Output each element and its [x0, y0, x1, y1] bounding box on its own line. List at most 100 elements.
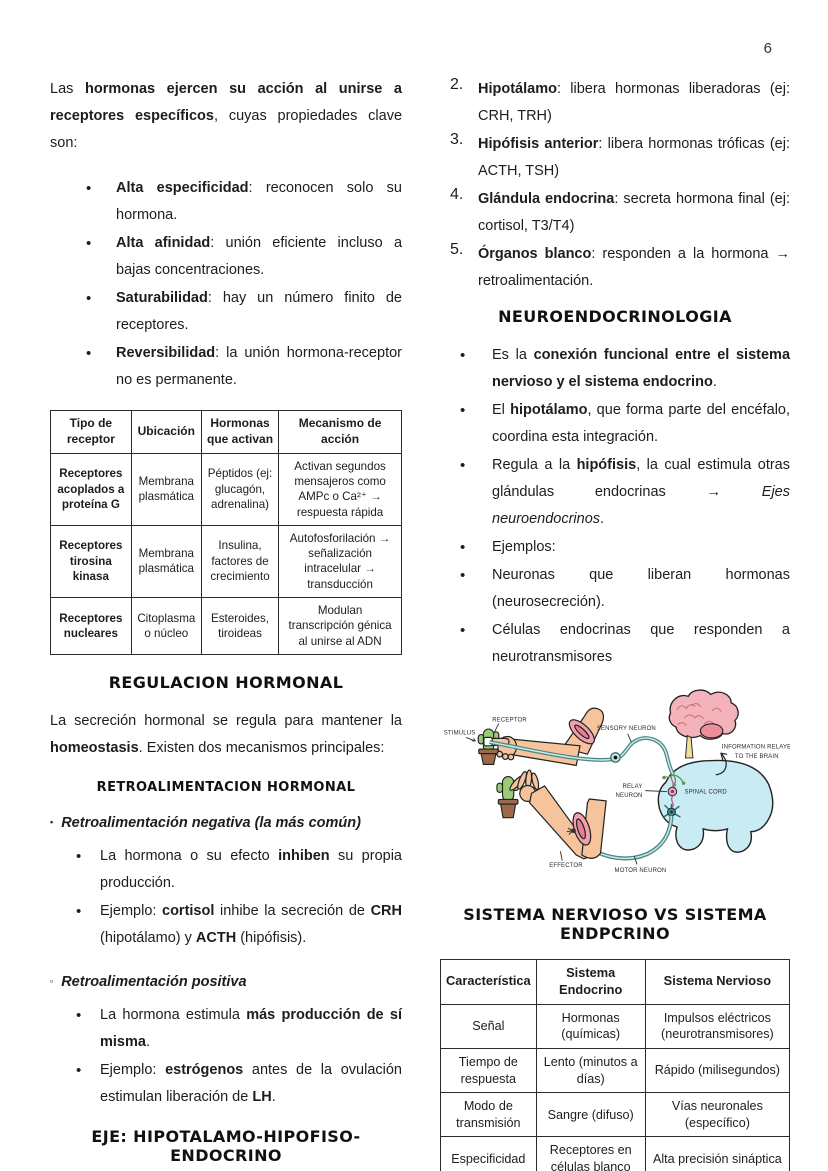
section-heading-eje-hipotalamo: EJE: HIPOTALAMO-HIPOFISO-ENDOCRINO — [91, 1126, 361, 1165]
column-header: Hormonas que activan — [200, 410, 280, 454]
table-cell: Activan segundos mensajeros como AMPc o … — [278, 452, 402, 526]
table-cell: Lento (minutos a días) — [535, 1047, 646, 1094]
diagram-label-stimulus: STIMULUS — [444, 731, 476, 737]
table-cell: Impulsos eléctricos (neurotransmisores) — [644, 1003, 791, 1050]
motor-end-plate-icon — [566, 827, 576, 835]
regulacion-paragraph: La secreción hormonal se regula para man… — [50, 712, 402, 756]
cerebellum-illustration — [699, 723, 724, 739]
list-item: Alta afinidad: unión eficiente incluso a… — [50, 230, 402, 284]
brainstem-illustration — [684, 734, 694, 759]
table-cell: Esteroides, tiroideas — [200, 597, 280, 655]
negative-feedback-list: La hormona o su efecto inhiben su propia… — [50, 843, 402, 952]
list-item: Reversibilidad: la unión hormona-recepto… — [50, 340, 402, 394]
table-cell: Citoplasma o núcleo — [130, 597, 202, 655]
column-header: Sistema Nervioso — [644, 959, 791, 1005]
table-cell: Tiempo de respuesta — [440, 1047, 537, 1094]
table-cell: Membrana plasmática — [130, 524, 202, 599]
column-header: Ubicación — [130, 410, 202, 454]
item-text: Hipófisis anterior: libera hormonas tróf… — [478, 136, 790, 179]
table-cell: Hormonas (químicas) — [535, 1003, 646, 1050]
numbered-item: 2. Hipotálamo: libera hormonas liberadora… — [440, 76, 790, 130]
numbered-item: 4. Glándula endocrina: secreta hormona fi… — [440, 186, 790, 240]
receptor-properties-list: Alta especificidad: reconocen solo su ho… — [50, 175, 402, 394]
section-heading-neuroendocrinologia: NEUROENDOCRINOLOGIA — [498, 307, 732, 326]
table-cell: Insulina, factores de crecimiento — [200, 524, 280, 599]
item-text: Órganos blanco: responden a la hormona →… — [478, 246, 790, 289]
table-cell: Sangre (difuso) — [535, 1092, 646, 1138]
list-item: Células endocrinas que responden a neuro… — [440, 617, 790, 671]
numbered-item: 3. Hipófisis anterior: libera hormonas tr… — [440, 131, 790, 185]
diagram-label-to-the-brain: TO THE BRAIN — [735, 754, 779, 760]
section-heading-regulacion-hormonal: REGULACION HORMONAL — [108, 672, 344, 692]
list-item: Ejemplo: estrógenos antes de la ovulació… — [50, 1057, 402, 1111]
square-outline-bullet-icon: ▫ — [50, 975, 54, 986]
list-item: La hormona estimula más producción de sí… — [50, 1002, 402, 1056]
item-text: Glándula endocrina: secreta hormona fina… — [478, 191, 790, 234]
neuroendocrinology-list: Es la conexión funcional entre el sistem… — [440, 342, 790, 671]
table-cell: Rápido (milisegundos) — [644, 1047, 791, 1094]
item-number: 3. — [450, 131, 464, 148]
list-item: Saturabilidad: hay un número finito de r… — [50, 285, 402, 339]
page-number: 6 — [763, 40, 772, 57]
list-item: Alta especificidad: reconocen solo su ho… — [50, 175, 402, 229]
negative-feedback-title: ▪Retroalimentación negativa (la más comú… — [50, 814, 361, 831]
section-heading-retroalimentacion-hormonal: RETROALIMENTACION HORMONAL — [96, 779, 356, 795]
sensory-neuron-illustration — [489, 736, 686, 787]
diagram-label-effector: EFFECTOR — [549, 863, 583, 869]
list-item: Ejemplos: — [440, 534, 790, 561]
item-number: 4. — [450, 186, 464, 203]
column-header: Mecanismo de acción — [278, 410, 402, 454]
axis-steps-right: 2. Hipotálamo: libera hormonas liberadora… — [440, 76, 790, 295]
list-item: El hipotálamo, que forma parte del encéf… — [440, 397, 790, 451]
column-header: Tipo de receptor — [50, 410, 132, 454]
table-cell: Membrana plasmática — [130, 452, 202, 526]
table-cell: Señal — [440, 1003, 537, 1050]
list-item: Es la conexión funcional entre el sistem… — [440, 342, 790, 396]
column-header: Característica — [440, 959, 537, 1005]
intro-paragraph: Las hormonas ejercen su acción al unirse… — [50, 81, 403, 151]
two-column-layout: Las hormonas ejercen su acción al unirse… — [50, 76, 790, 1171]
numbered-item: 5.Órganos blanco: responden a la hormona… — [440, 241, 790, 295]
table-cell: Péptidos (ej: glucagón, adrenalina) — [200, 452, 280, 526]
diagram-label-relay: RELAY — [622, 784, 642, 790]
section-heading-sistema-vs: SISTEMA NERVIOSO VS SISTEMA ENDPCRINO — [463, 905, 767, 943]
left-column: Las hormonas ejercen su acción al unirse… — [50, 76, 402, 1171]
table-cell: Autofosforilación → señalización intrace… — [278, 524, 402, 599]
table-cell: Vías neuronales (específico) — [644, 1092, 791, 1138]
reflex-arc-diagram: STIMULUS RECEPTOR SENSORY NEURON INFORMA… — [444, 689, 790, 874]
positive-feedback-list: La hormona estimula más producción de sí… — [50, 1002, 402, 1111]
square-bullet-icon: ▪ — [50, 816, 54, 827]
right-column: 2. Hipotálamo: libera hormonas liberadora… — [440, 76, 790, 1171]
list-item: Regula a la hipófisis, la cual estimula … — [440, 452, 790, 533]
list-item: Ejemplo: cortisol inhibe la secreción de… — [50, 898, 402, 952]
lower-arm-illustration — [509, 769, 607, 860]
table-cell: Receptores tirosina kinasa — [50, 524, 132, 599]
cactus-effector-icon — [496, 776, 519, 819]
positive-feedback-title: ▫Retroalimentación positiva — [50, 973, 247, 990]
upper-arm-illustration — [483, 707, 605, 767]
table-cell: Receptores acoplados a proteína G — [50, 452, 132, 526]
spinal-cord-illustration — [657, 759, 774, 853]
info-arrow-icon — [715, 752, 728, 776]
item-number: 2. — [450, 76, 464, 93]
table-cell: Receptores nucleares — [50, 597, 132, 655]
diagram-label-spinal-cord: SPINAL CORD — [685, 789, 728, 795]
item-text: Hipotálamo: libera hormonas liberadoras … — [478, 81, 790, 124]
table-cell: Alta precisión sináptica — [644, 1136, 791, 1171]
list-item: La hormona o su efecto inhiben su propia… — [50, 843, 402, 897]
diagram-label-receptor: RECEPTOR — [492, 718, 527, 724]
table-cell: Receptores en células blanco — [535, 1136, 646, 1171]
diagram-label-information-relayed: INFORMATION RELAYED — [722, 745, 790, 751]
relay-neuron-illustration — [667, 775, 678, 808]
